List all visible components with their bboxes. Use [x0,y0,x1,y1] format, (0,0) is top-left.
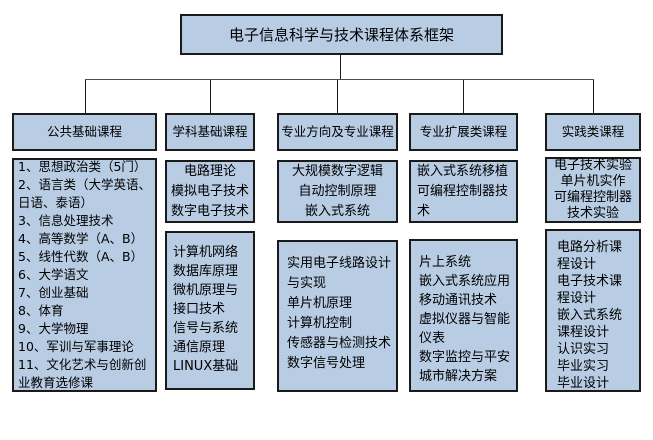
course-list-practice-projects: 电路分析课 程设计 电子技术课 程设计 嵌入式系统 课程设计 认识实习 毕业实习… [545,229,641,392]
category-box-discipline-basic: 学科基础课程 [165,113,255,151]
category-box-major-extension: 专业扩展类课程 [409,113,518,151]
course-list-extension-core: 嵌入式系统移植 可编程控制器技 术 [409,160,518,223]
category-box-practice: 实践类课程 [545,113,641,151]
connector-drop-4 [463,80,464,113]
course-list-practice-labs: 电子技术实验 单片机实作 可编程控制器 技术实验 [545,157,641,223]
connector-drop-1 [85,80,86,113]
connector-drop-5 [593,80,594,113]
course-list-public-basic: 1、思想政治类（5门） 2、语言类（大学英语、 日语、泰语） 3、信息处理技术 … [12,158,157,392]
connector-horizontal-rule [85,79,594,80]
course-list-discipline-core: 电路理论 模拟电子技术 数字电子技术 [165,160,255,223]
diagram-title-box: 电子信息科学与技术课程体系框架 [180,14,503,55]
course-list-major-core: 大规模数字逻辑 自动控制原理 嵌入式系统 [277,160,398,223]
course-list-extension-courses: 片上系统 嵌入式系统应用 移动通讯技术 虚拟仪器与智能 仪表 数字监控与平安 城… [409,239,518,392]
course-list-discipline-extended: 计算机网络 数据库原理 微机原理与 接口技术 信号与系统 通信原理 LINUX基… [165,231,255,390]
category-box-major-direction: 专业方向及专业课程 [277,113,398,151]
course-list-major-courses: 实用电子线路设计 与实现 单片机原理 计算机控制 传感器与检测技术 数字信号处理 [277,240,398,392]
connector-title-stub [340,55,341,80]
connector-drop-2 [210,80,211,113]
category-box-public-basic: 公共基础课程 [12,113,157,151]
connector-drop-3 [337,80,338,113]
